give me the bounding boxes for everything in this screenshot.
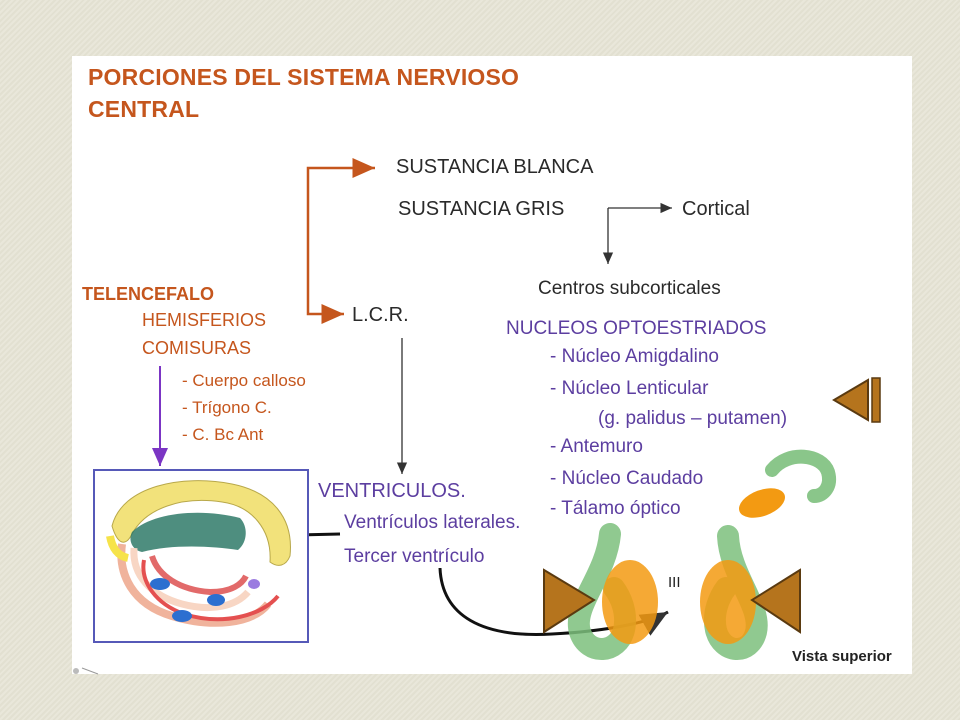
comisura-item: - C. Bc Ant [182,425,264,444]
hemisferios-label: HEMISFERIOS [142,310,267,330]
connector-arrows [93,158,881,660]
title-line-2: CENTRAL [88,96,200,122]
vista-superior-label: Vista superior [792,648,892,665]
slide: PORCIONES DEL SISTEMA NERVIOSO CENTRAL [72,56,912,676]
nucleo-item-detail: (g. palidus – putamen) [598,408,788,429]
comisura-item: - Trígono C. [182,398,272,417]
sustancia-gris-label: SUSTANCIA GRIS [398,198,565,220]
lcr-label: L.C.R. [352,304,409,326]
ventriculos-heading: VENTRICULOS. [318,480,466,502]
nucleo-item: - Núcleo Lenticular [550,378,709,399]
centros-subcorticales-label: Centros subcorticales [538,278,721,299]
ventriculo-item: Ventrículos laterales. [344,512,521,533]
nucleo-item: - Núcleo Caudado [550,468,704,489]
title-line-1: PORCIONES DEL SISTEMA NERVIOSO [88,64,520,90]
orange-bracket-arrow-top [306,158,375,312]
ventriculo-item: Tercer ventrículo [344,546,485,567]
comisura-item: - Cuerpo calloso [182,371,306,390]
orange-bracket-arrow-bottom [306,304,344,324]
nucleo-item: - Antemuro [550,436,643,457]
sustancia-blanca-label: SUSTANCIA BLANCA [396,156,594,178]
superior-view-illustration [543,449,836,660]
brain-lateral-illustration [93,469,309,643]
cortical-label: Cortical [682,198,750,220]
comisuras-label: COMISURAS [142,338,252,358]
nucleo-item: - Núcleo Amigdalino [550,346,719,367]
third-ventricle-label: III [668,574,681,591]
nucleo-item: - Tálamo óptico [550,498,681,519]
back-triangle-icon [832,377,881,423]
telencefalo-heading: TELENCEFALO [82,284,215,304]
corner-marker [72,666,102,676]
nucleos-heading: NUCLEOS OPTOESTRIADOS [506,318,767,339]
